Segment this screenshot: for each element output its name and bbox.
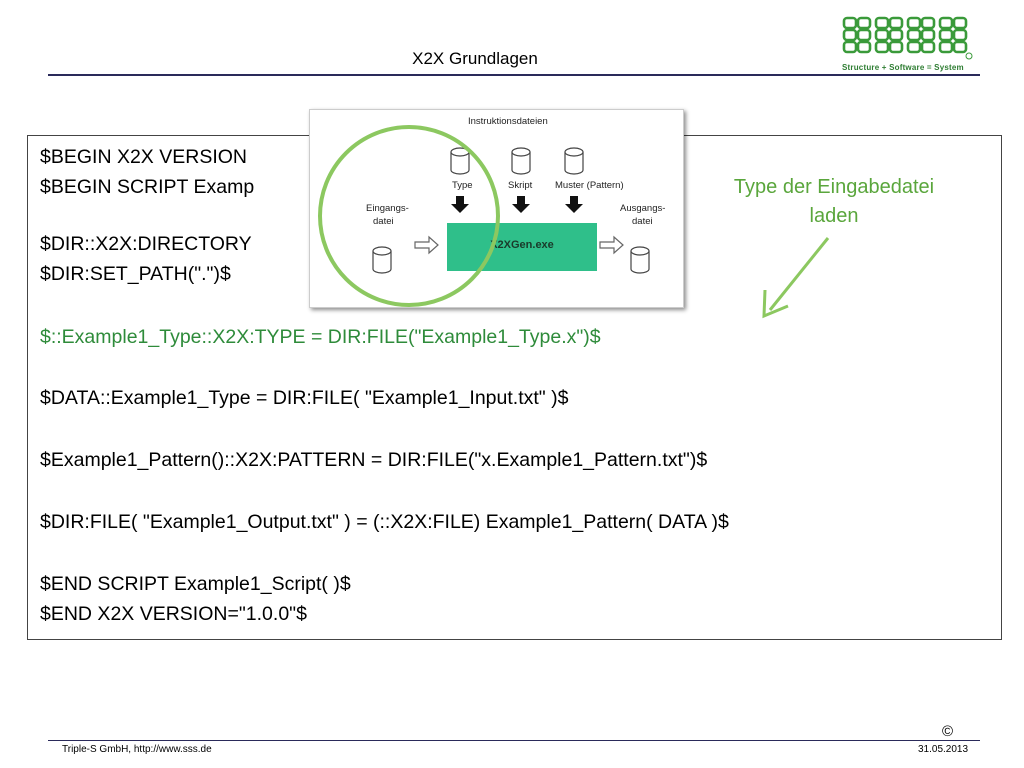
logo-tagline: Structure + Software = System bbox=[842, 63, 964, 72]
annotation-callout: Type der Eingabedatei laden bbox=[694, 173, 974, 231]
down-arrow-icon bbox=[512, 196, 530, 213]
logo-letter-4 bbox=[938, 16, 968, 54]
page-title: X2X Grundlagen bbox=[412, 49, 538, 68]
ausgang-label: Ausgangs- bbox=[620, 203, 666, 214]
logo-letter-2 bbox=[874, 16, 904, 54]
annotation-line: laden bbox=[809, 205, 859, 227]
right-arrow-icon bbox=[599, 235, 624, 255]
down-arrow-icon bbox=[565, 196, 583, 213]
code-line: $BEGIN SCRIPT Examp bbox=[40, 176, 255, 198]
muster-label: Muster (Pattern) bbox=[555, 180, 624, 191]
highlight-circle bbox=[318, 125, 500, 307]
code-line: $DIR::X2X:DIRECTORY bbox=[40, 233, 252, 255]
x2xgen-process-box: X2XGen.exe bbox=[447, 223, 597, 271]
footer-divider bbox=[48, 740, 980, 741]
logo-letter-3 bbox=[906, 16, 936, 54]
muster-file-icon bbox=[564, 147, 584, 175]
ausgang-label-2: datei bbox=[632, 216, 653, 227]
footer-company: Triple-S GmbH, http://www.sss.de bbox=[62, 744, 212, 755]
x2xgen-label: X2XGen.exe bbox=[490, 239, 554, 251]
down-arrow-icon bbox=[451, 196, 469, 213]
code-line: $END SCRIPT Example1_Script( )$ bbox=[40, 573, 351, 595]
sss-logo bbox=[842, 16, 973, 60]
code-line: $DIR:SET_PATH(".")$ bbox=[40, 263, 231, 285]
x2x-process-diagram: Instruktionsdateien bbox=[309, 109, 684, 308]
code-line: $END X2X VERSION="1.0.0"$ bbox=[40, 603, 307, 625]
logo-letter-1 bbox=[842, 16, 872, 54]
code-line: $BEGIN X2X VERSION bbox=[40, 146, 247, 168]
annotation-line: Type der Eingabedatei bbox=[733, 176, 935, 198]
eingang-label: Eingangs- bbox=[366, 203, 409, 214]
copyright-icon: © bbox=[941, 723, 954, 740]
skript-file-icon bbox=[511, 147, 531, 175]
diagram-graphics bbox=[372, 147, 650, 274]
code-line: $DATA::Example1_Type = DIR:FILE( "Exampl… bbox=[40, 387, 569, 409]
footer-date: 31.05.2013 bbox=[918, 744, 969, 755]
code-line-highlighted: $::Example1_Type::X2X:TYPE = DIR:FILE("E… bbox=[40, 326, 601, 348]
code-line: $Example1_Pattern()::X2X:PATTERN = DIR:F… bbox=[40, 449, 708, 471]
type-label: Type bbox=[452, 180, 473, 191]
header-divider bbox=[48, 74, 980, 76]
right-arrow-icon bbox=[414, 235, 439, 255]
output-file-icon bbox=[630, 246, 650, 274]
diagram-title: Instruktionsdateien bbox=[468, 116, 548, 127]
eingang-label-2: datei bbox=[373, 216, 394, 227]
input-file-icon bbox=[372, 246, 392, 274]
annotation-arrow-icon bbox=[762, 237, 830, 319]
code-line: $DIR:FILE( "Example1_Output.txt" ) = (::… bbox=[40, 511, 729, 533]
skript-label: Skript bbox=[508, 180, 533, 191]
